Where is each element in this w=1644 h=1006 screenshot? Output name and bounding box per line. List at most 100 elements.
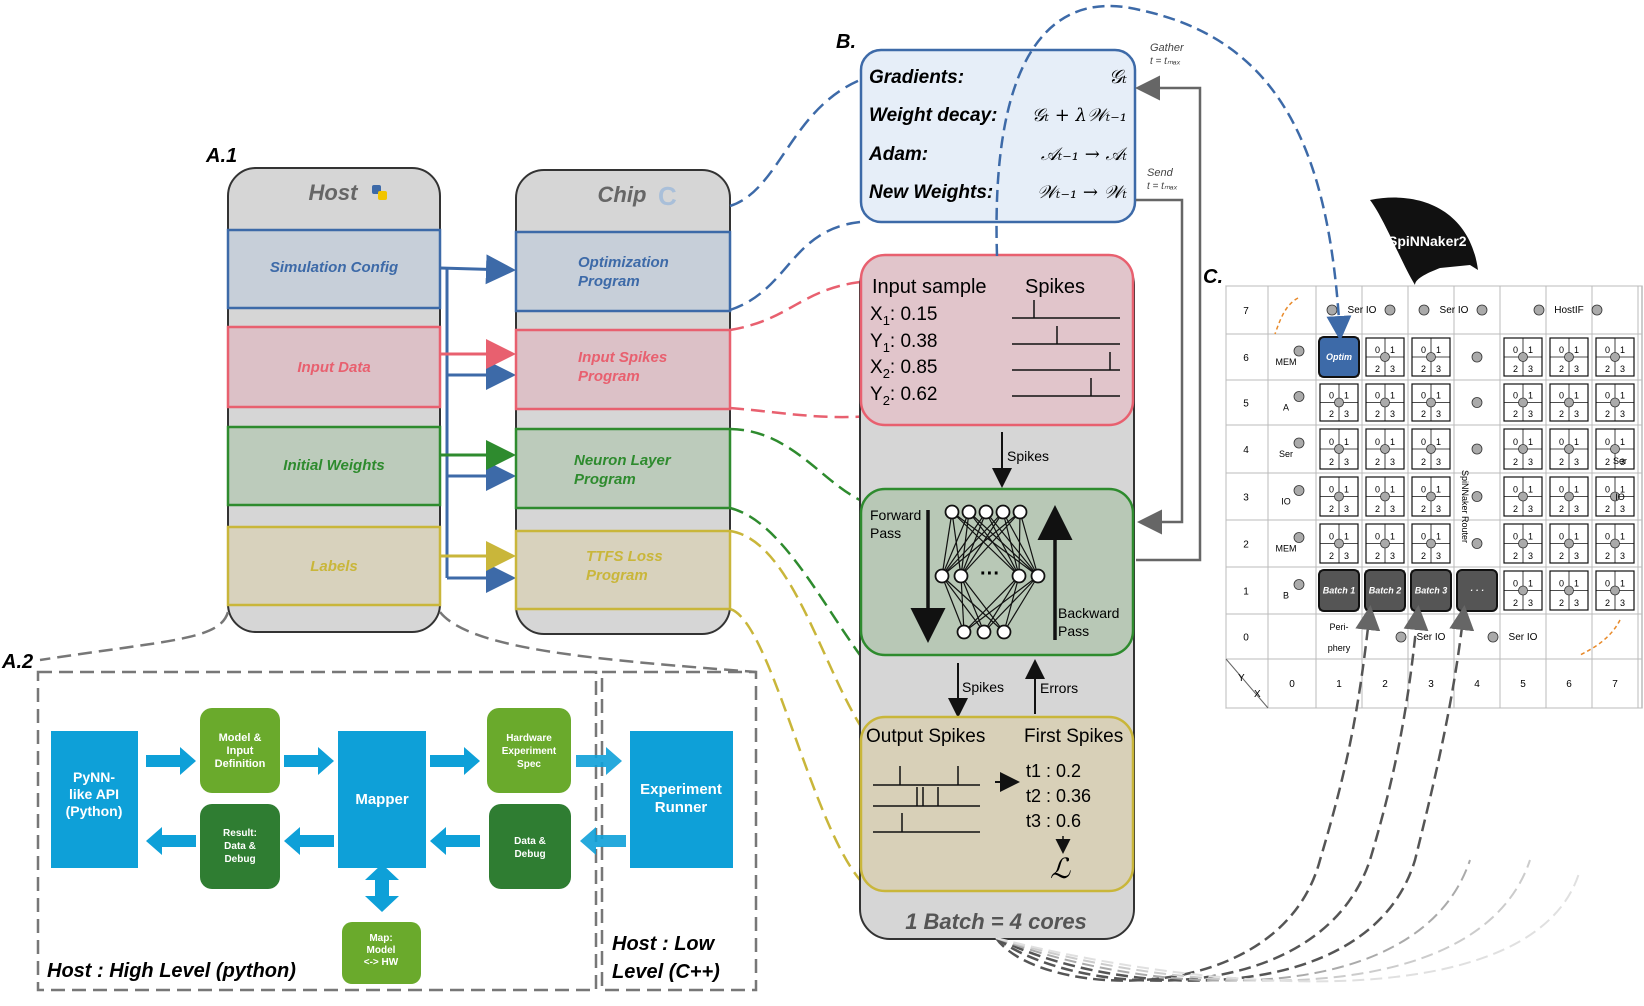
svg-text:2: 2 [1605,551,1610,561]
optimizer-formula: 𝒜ₜ₋₁ → 𝒜ₜ [1041,144,1128,165]
a2-zoom-lines [39,611,757,674]
nn-neuron [1011,568,1027,584]
top-io-label: Ser IO [1348,305,1377,316]
svg-text:0: 0 [1605,391,1610,401]
svg-text:3: 3 [1574,364,1579,374]
chip-row-label: Program [578,273,640,290]
top-io-label: Ser IO [1440,305,1469,316]
input-values: X1: 0.15 Y1: 0.38 X2: 0.85 Y2: 0.62 [870,304,937,408]
svg-text:1: 1 [1574,391,1579,401]
flow-box-text: Experiment [502,746,557,757]
chip-column: Chip C Optimization Program Input Spikes… [514,169,732,635]
svg-text:1: 1 [1528,391,1533,401]
flow-box-text: Model [367,945,396,956]
host-row-label: Input Data [297,359,370,376]
svg-text:0: 0 [1605,579,1610,589]
svg-text:0: 0 [1605,532,1610,542]
svg-text:Batch 1: Batch 1 [1323,586,1356,596]
svg-text:3: 3 [1390,409,1395,419]
nn-neuron [953,568,969,584]
mapper-box [338,731,426,868]
svg-text:2: 2 [1329,504,1334,514]
svg-text:1: 1 [1620,485,1625,495]
nn-edge [1002,511,1020,577]
grid-col-label: 2 [1382,679,1388,690]
svg-text:0: 0 [1513,345,1518,355]
router-node [1471,538,1483,549]
router-node [1471,351,1483,363]
svg-text:0: 0 [1421,532,1426,542]
router-label: SpiNNaker Router [1460,470,1470,543]
grid-col-label: 4 [1474,679,1480,690]
periphery-node [1293,532,1305,543]
svg-text:3: 3 [1528,364,1533,374]
flow-box-text: Data & [514,836,546,847]
svg-text:1: 1 [1436,391,1441,401]
svg-text:1: 1 [1574,532,1579,542]
svg-text:1: 1 [1574,485,1579,495]
chip-row-optimization [514,230,732,313]
batch-core: · · · [1456,569,1498,612]
nn-ellipsis: ··· [980,563,1000,585]
grid-row-label: 7 [1243,306,1249,317]
svg-text:1: 1 [1620,391,1625,401]
input-value: Y2: 0.62 [870,384,937,408]
svg-text:2: 2 [1513,598,1518,608]
svg-text:1: 1 [1390,391,1395,401]
svg-text:0: 0 [1375,345,1380,355]
chip-to-detail-connectors [729,78,871,881]
flow-box-text: like API [69,786,119,802]
nn-edge [983,575,1039,633]
input-value: Y1: 0.38 [870,331,937,355]
svg-text:1: 1 [1390,345,1395,355]
nn-neuron [956,624,972,640]
svg-text:3: 3 [1344,457,1349,467]
svg-text:2: 2 [1421,409,1426,419]
svg-text:2: 2 [1421,504,1426,514]
grid-corner-x: X [1254,689,1261,700]
batch-core: Batch 1 [1318,569,1360,612]
periphery-label: MEM [1276,544,1297,554]
svg-text:3: 3 [1390,504,1395,514]
link-line [1579,619,1621,656]
nn-edge [960,575,965,633]
svg-text:1: 1 [1344,437,1349,447]
bottom-io-label: Ser IO [1509,632,1538,643]
svg-text:0: 0 [1605,485,1610,495]
svg-text:0: 0 [1559,391,1564,401]
nn-neuron [934,568,950,584]
nn-edge [960,511,987,577]
host-title: Host [309,180,360,205]
io-node [1418,304,1430,316]
svg-text:3: 3 [1436,409,1441,419]
flow-box-text: Experiment [640,781,722,798]
svg-text:0: 0 [1375,437,1380,447]
experiment-runner-box [630,731,733,868]
svg-text:3: 3 [1528,457,1533,467]
spikes-title: Spikes [1025,276,1085,298]
nn-edge [968,511,1020,577]
io-node [1487,631,1499,643]
grid-col-label: 5 [1520,679,1526,690]
flow-box-text: Model & [219,732,262,744]
io-node [1395,631,1407,643]
periphery-label: Ser [1279,449,1293,459]
grid-row-label: 5 [1243,399,1249,410]
svg-text:3: 3 [1344,551,1349,561]
svg-text:0: 0 [1329,437,1334,447]
svg-text:2: 2 [1421,364,1426,374]
svg-text:1: 1 [1390,437,1395,447]
svg-text:3: 3 [1574,409,1579,419]
svg-text:2: 2 [1559,504,1564,514]
nn-edge [960,511,1021,577]
flow-box-text: Debug [514,849,545,860]
nn-edge [951,511,1039,577]
